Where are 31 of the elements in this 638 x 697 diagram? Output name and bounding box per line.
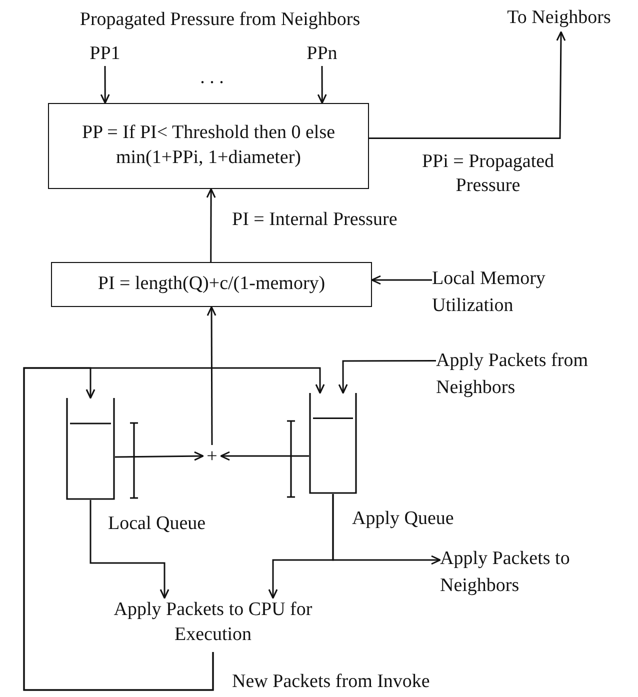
- text-label: PP1: [82, 42, 128, 66]
- arrow: [206, 306, 216, 445]
- edge-label: New Packets from Invoke: [232, 670, 431, 694]
- queue-symbol: [66, 398, 115, 500]
- arrow: [100, 66, 110, 104]
- formula-box: PP = If PI< Threshold then 0 else min(1+PPi, 1+diameter): [48, 103, 369, 189]
- text-label: PPn: [298, 42, 346, 66]
- text-label: Propagated Pressure from Neighbors: [78, 8, 362, 32]
- arrow: [369, 31, 566, 140]
- queue-symbol: [309, 393, 357, 494]
- arrow: [371, 275, 432, 285]
- arrow: [332, 494, 441, 565]
- arrow: [317, 66, 327, 104]
- queue-label: Local Queue: [108, 512, 206, 536]
- arrow: [220, 451, 309, 461]
- arrow: [206, 188, 216, 262]
- text-label: To Neighbors: [486, 6, 632, 32]
- text-label: Apply Packets from Neighbors: [436, 348, 616, 406]
- formula-box: PI = length(Q)+c/(1-memory): [51, 262, 372, 307]
- arrow: [338, 360, 436, 394]
- sum-symbol: +: [203, 445, 221, 467]
- text-label: Apply Packets to CPU for Execution: [112, 598, 314, 652]
- queue-label: Apply Queue: [352, 507, 454, 531]
- arrow: [23, 367, 325, 691]
- text-label: Local Memory Utilization: [432, 266, 602, 320]
- edge-label: PPi = Propagated Pressure: [420, 150, 556, 198]
- arrow: [115, 451, 204, 461]
- text-label: . . .: [199, 66, 225, 90]
- text-label: Apply Packets to Neighbors: [440, 546, 600, 602]
- edge-label: PI = Internal Pressure: [232, 208, 398, 232]
- arrow: [90, 500, 170, 599]
